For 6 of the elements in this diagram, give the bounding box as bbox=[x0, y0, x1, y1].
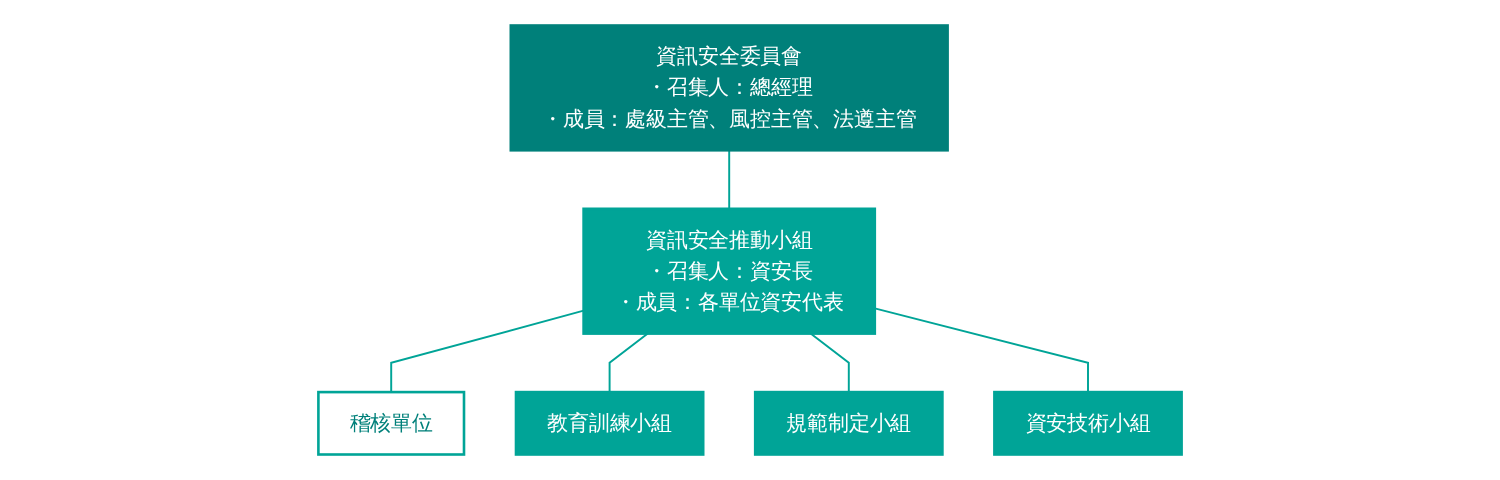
org-unit-box: 資訊安全推動小組 ・召集人：資安長 ・成員：各單位資安代表 bbox=[582, 207, 877, 335]
org-unit-box: 規範制定小組 bbox=[753, 390, 944, 456]
org-unit-box: 稽核單位 bbox=[317, 390, 466, 456]
org-unit-box: 資安技術小組 bbox=[993, 390, 1183, 456]
org-unit-box: 資訊安全委員會 ・召集人：總經理 ・成員：處級主管、風控主管、法遵主管 bbox=[509, 24, 949, 152]
org-unit-box: 教育訓練小組 bbox=[514, 390, 705, 456]
